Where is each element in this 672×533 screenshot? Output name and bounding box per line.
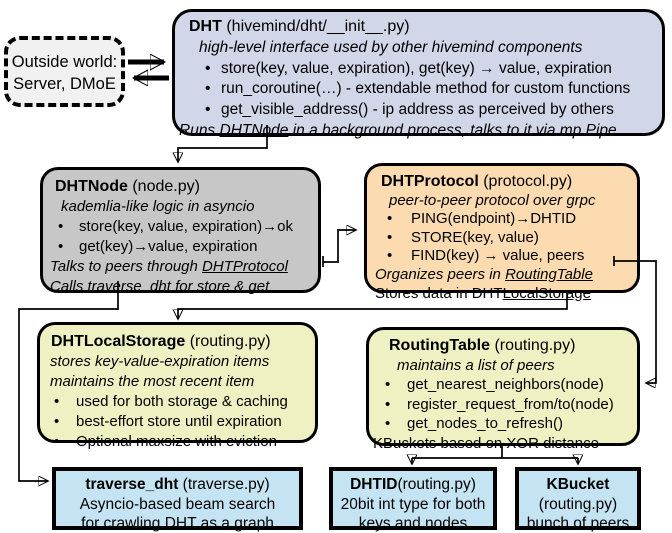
dhtlocalstorage-bullet-1: •used for both storage & caching <box>54 393 288 410</box>
localstorage-reference: LocalStorage <box>502 284 591 302</box>
dhtlocalstorage-box: DHTLocalStorage (routing.py) stores key-… <box>37 322 318 450</box>
dht-bullet-2: •run_coroutine(…) - extendable method fo… <box>175 79 662 100</box>
kbucket-box: KBucket (routing.py) bunch of peers <box>515 467 641 532</box>
bullet-icon: • <box>205 80 211 98</box>
dhtnode-subtitle: kademlia-like logic in asyncio <box>61 198 255 215</box>
dhtprotocol-stores-line: Stores data in DHTLocalStorage <box>375 284 591 302</box>
dhtlocalstorage-bullet-3: •Optional maxsize with eviction <box>54 433 277 450</box>
dhtnode-talks-line: Talks to peers through DHTProtocol <box>50 258 288 275</box>
dhtprotocol-reference: DHTProtocol <box>202 258 288 275</box>
kbucket-file: (routing.py) <box>538 495 618 513</box>
dhtprotocol-title: DHTProtocol (protocol.py) <box>381 173 573 190</box>
dhtlocalstorage-subtitle2: maintains the most recent item <box>50 373 255 390</box>
traverse-dht-line2: for crawling DHT as a graph <box>81 515 274 532</box>
dht-box: DHT (hivemind/dht/__init__.py) high-leve… <box>172 9 665 139</box>
dht-bullet-3: •get_visible_address() - ip address as p… <box>175 100 662 121</box>
outside-world-line1: Outside world: <box>11 53 118 71</box>
routingtable-bullet-1: •get_nearest_neighbors(node) <box>385 376 604 393</box>
routingtable-subtitle: maintains a list of peers <box>397 356 555 374</box>
bullet-icon: • <box>387 228 393 246</box>
bullet-icon: • <box>387 210 393 228</box>
traverse-dht-line1: Asyncio-based beam search <box>79 495 276 513</box>
dhtnode-bullet-2: •get(key)→value, expiration <box>58 238 258 255</box>
dht-title-name: DHT <box>189 18 222 35</box>
dhtid-title: DHTID(routing.py) <box>350 476 476 493</box>
outside-world-box: Outside world: Server, DMoE <box>4 36 125 107</box>
bullet-icon: • <box>205 101 211 119</box>
dhtnode-reference: DHTNode <box>219 121 289 139</box>
dhtnode-box: DHTNode (node.py) kademlia-like logic in… <box>40 167 321 295</box>
dhtprotocol-box: DHTProtocol (protocol.py) peer-to-peer p… <box>364 163 640 302</box>
routingtable-footer: KBuckets based on XOR distance <box>373 434 599 452</box>
bullet-icon: • <box>205 59 211 77</box>
bullet-icon: • <box>54 393 60 410</box>
dht-title-file: (hivemind/dht/__init__.py) <box>221 18 410 35</box>
dhtlocalstorage-title: DHTLocalStorage (routing.py) <box>51 333 271 350</box>
dhtnode-calls-line: Calls traverse_dht for store & get <box>50 278 270 295</box>
kbucket-line1: bunch of peers <box>526 515 630 532</box>
dhtprotocol-bullet-3: •FIND(key) → value, peers <box>387 247 585 265</box>
dht-footer: Runs DHTNode in a background process, ta… <box>179 121 617 139</box>
outside-world-line2: Server, DMoE <box>13 75 116 93</box>
dhtid-line2: keys and nodes <box>358 515 468 532</box>
bullet-icon: • <box>387 247 393 265</box>
bullet-icon: • <box>385 376 391 393</box>
routingtable-bullet-3: •get_nodes_to_refresh() <box>385 415 563 432</box>
bullet-icon: • <box>385 415 391 432</box>
traverse-dht-box: traverse_dht (traverse.py) Asyncio-based… <box>52 467 303 532</box>
dhtid-line1: 20bit int type for both <box>340 495 486 513</box>
dhtprotocol-organizes-line: Organizes peers in RoutingTable <box>375 265 593 283</box>
dhtnode-to-dhtprotocol-arrow <box>323 230 356 263</box>
dhtid-box: DHTID(routing.py) 20bit int type for bot… <box>329 467 497 532</box>
dhtnode-title: DHTNode (node.py) <box>55 178 200 195</box>
dht-bullet-1: •store(key, value, expiration), get(key)… <box>175 59 662 80</box>
dhtnode-bullet-1: •store(key, value, expiration)→ok <box>58 218 293 235</box>
routingtable-reference: RoutingTable <box>505 265 593 283</box>
traverse-dht-reference: traverse_dht <box>87 278 171 295</box>
dhtlocalstorage-subtitle1: stores key-value-expiration items <box>50 353 270 370</box>
bullet-icon: • <box>58 238 64 255</box>
bullet-icon: • <box>58 218 64 235</box>
bullet-icon: • <box>54 433 60 450</box>
dht-subtitle: high-level interface used by other hivem… <box>199 38 583 56</box>
dhtprotocol-bullet-1: •PING(endpoint)→DHTID <box>387 210 577 228</box>
routingtable-title: RoutingTable (routing.py) <box>389 337 576 354</box>
bullet-icon: • <box>385 395 391 413</box>
routingtable-box: RoutingTable (routing.py) maintains a li… <box>366 327 640 452</box>
routingtable-bullet-2: •register_request_from/to(node) <box>385 395 614 413</box>
dhtprotocol-subtitle: peer-to-peer protocol over grpc <box>389 191 596 209</box>
dhtlocalstorage-bullet-2: •best-effort store until expiration <box>54 413 282 430</box>
traverse-dht-title: traverse_dht (traverse.py) <box>85 476 270 493</box>
bullet-icon: • <box>54 413 60 430</box>
kbucket-title: KBucket <box>546 476 610 493</box>
dhtprotocol-bullet-2: •STORE(key, value) <box>387 228 539 246</box>
dht-title: DHT (hivemind/dht/__init__.py) <box>189 17 662 38</box>
